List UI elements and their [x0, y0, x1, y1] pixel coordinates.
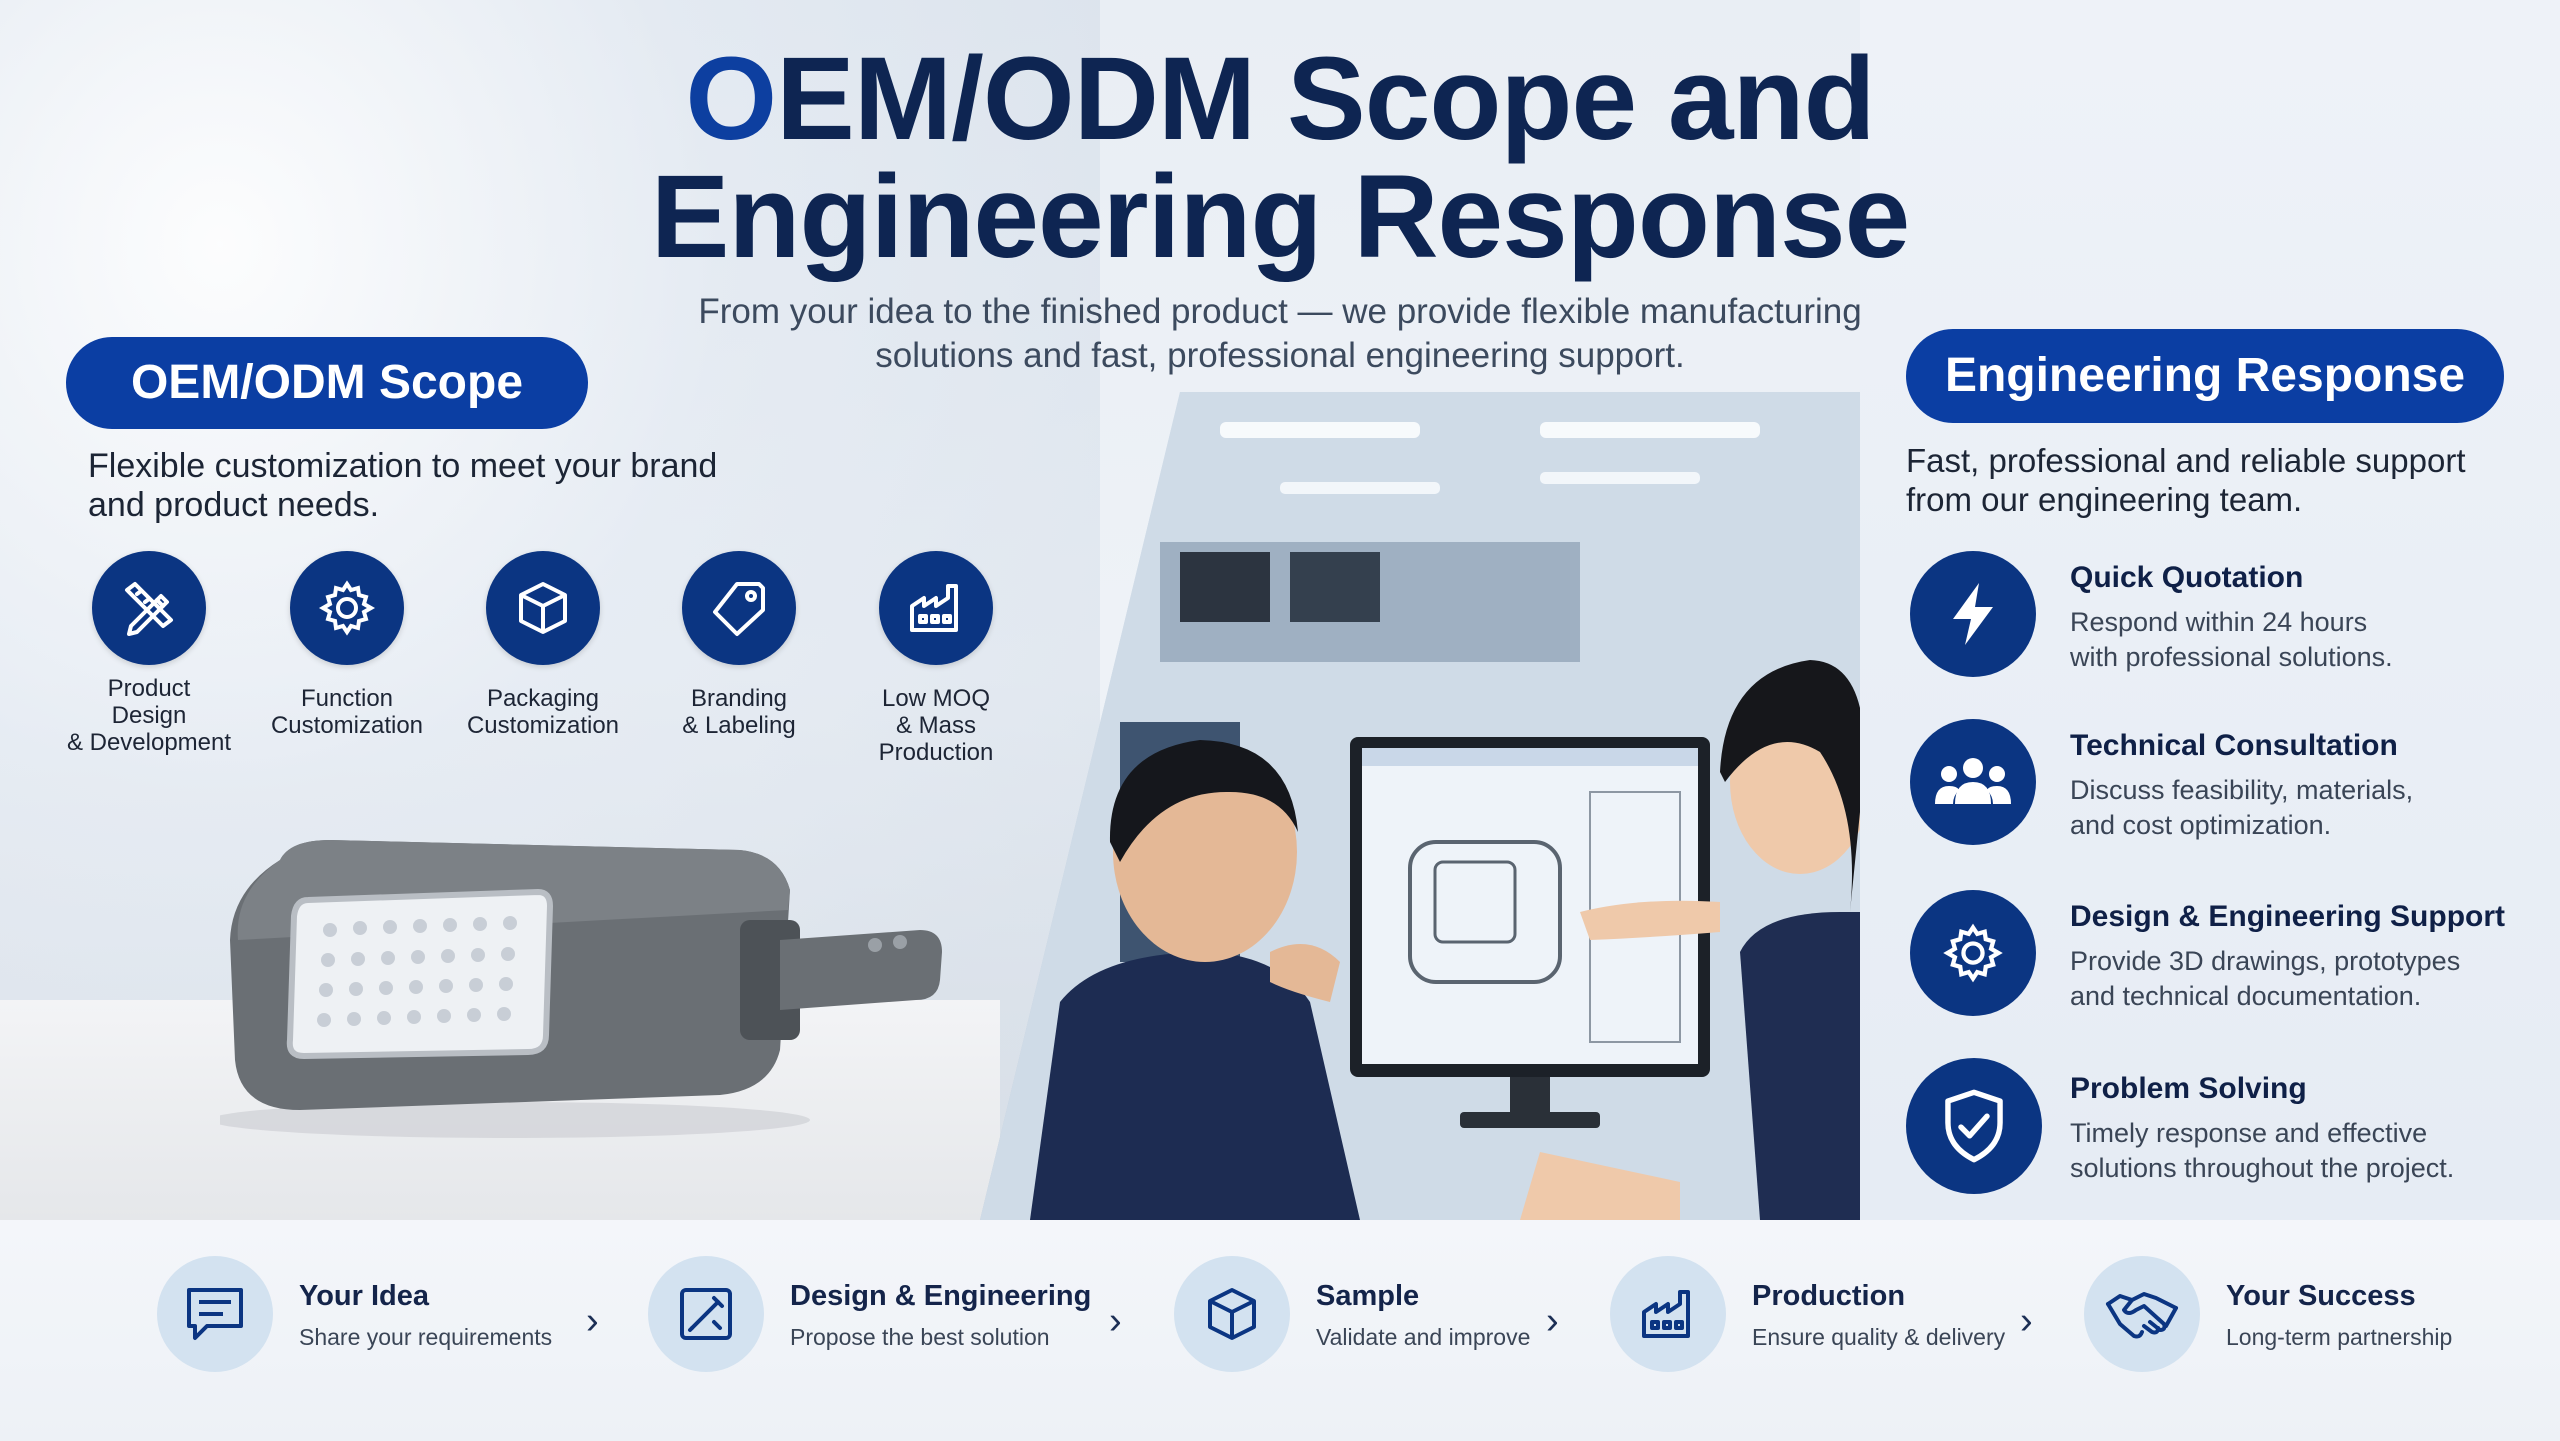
engineering-description: Fast, professional and reliable support …	[1906, 441, 2506, 519]
people-icon	[1910, 719, 2036, 845]
subtitle-line-1: From your idea to the finished product —…	[698, 292, 1862, 331]
title-line-1: EM/ODM Scope and	[776, 33, 1876, 165]
eng-item-design-support: Design & Engineering Support Provide 3D …	[1910, 890, 2550, 1020]
scope-item-product-design: Product Design & Development	[49, 551, 249, 756]
design-icon	[648, 1256, 764, 1372]
chat-icon	[157, 1256, 273, 1372]
eng-item-quick-quotation: Quick Quotation Respond within 24 hours …	[1910, 551, 2550, 681]
eng-item-line: Provide 3D drawings, prototypes	[2070, 946, 2461, 976]
engineers-photo	[980, 392, 1860, 1220]
chevron-right-icon: ›	[1109, 1300, 1122, 1342]
chevron-right-icon: ›	[1546, 1300, 1559, 1342]
scope-item-label: Function Customization	[247, 685, 447, 739]
eng-item-line: Timely response and effective	[2070, 1118, 2428, 1148]
engineering-desc-line-1: Fast, professional and reliable support	[1906, 442, 2466, 479]
eng-item-title: Quick Quotation	[2070, 561, 2304, 594]
street-light-image	[220, 840, 942, 1138]
step-title: Sample	[1316, 1280, 1420, 1312]
page-title: OEM/ODM Scope and Engineering Response	[0, 40, 2560, 276]
scope-item-function: Function Customization	[247, 551, 447, 739]
tag-icon	[682, 551, 796, 665]
step-text: Propose the best solution	[790, 1324, 1050, 1350]
scope-label-line: Design	[111, 702, 187, 729]
eng-item-text: Discuss feasibility, materials, and cost…	[2070, 773, 2413, 843]
scope-label-line: Function	[300, 685, 394, 712]
lightning-icon	[1910, 551, 2036, 677]
step-title: Your Success	[2226, 1280, 2416, 1312]
eng-item-text: Timely response and effective solutions …	[2070, 1116, 2454, 1186]
gear-icon	[1910, 890, 2036, 1016]
scope-pill: OEM/ODM Scope	[66, 337, 588, 429]
scope-item-low-moq: Low MOQ & Mass Production	[836, 551, 1036, 766]
eng-item-line: solutions throughout the project.	[2070, 1153, 2455, 1183]
scope-label-line: Packaging	[486, 685, 600, 712]
step-title: Production	[1752, 1280, 1906, 1312]
scope-label-line: Low MOQ	[881, 685, 991, 712]
scope-label-line: & Labeling	[682, 712, 796, 739]
gear-icon	[290, 551, 404, 665]
step-text: Validate and improve	[1316, 1324, 1531, 1350]
engineering-pill: Engineering Response	[1906, 329, 2504, 423]
pencil-ruler-icon	[92, 551, 206, 665]
eng-item-line: Discuss feasibility, materials,	[2070, 775, 2414, 805]
scope-item-label: Product Design & Development	[49, 675, 249, 756]
scope-item-packaging: Packaging Customization	[443, 551, 643, 739]
scope-item-branding: Branding & Labeling	[639, 551, 839, 739]
subtitle: From your idea to the finished product —…	[640, 290, 1920, 378]
step-text: Share your requirements	[299, 1324, 553, 1350]
box-icon	[486, 551, 600, 665]
scope-item-label: Branding & Labeling	[639, 685, 839, 739]
shield-check-icon	[1906, 1058, 2042, 1194]
eng-item-technical-consultation: Technical Consultation Discuss feasibili…	[1910, 719, 2550, 849]
scope-description: Flexible customization to meet your bran…	[88, 447, 768, 525]
eng-item-line: and technical documentation.	[2070, 981, 2422, 1011]
handshake-icon	[2084, 1256, 2200, 1372]
scope-item-label: Low MOQ & Mass Production	[836, 685, 1036, 766]
scope-label-line: Customization	[466, 712, 620, 739]
box-icon	[1174, 1256, 1290, 1372]
step-text: Ensure quality & delivery	[1752, 1324, 2006, 1350]
subtitle-line-2: solutions and fast, professional enginee…	[875, 336, 1685, 375]
eng-item-title: Technical Consultation	[2070, 729, 2398, 762]
scope-desc-line-2: and product needs.	[88, 486, 380, 524]
engineering-desc-line-2: from our engineering team.	[1906, 481, 2303, 518]
title-accent-letter: O	[685, 33, 777, 165]
chevron-right-icon: ›	[2020, 1300, 2033, 1342]
step-title: Design & Engineering	[790, 1280, 1092, 1312]
eng-item-text: Provide 3D drawings, prototypes and tech…	[2070, 944, 2460, 1014]
scope-desc-line-1: Flexible customization to meet your bran…	[88, 447, 718, 485]
step-title: Your Idea	[299, 1280, 429, 1312]
scope-label-line: & Development	[66, 729, 232, 756]
scope-label-line: Customization	[270, 712, 424, 739]
chevron-right-icon: ›	[586, 1300, 599, 1342]
scope-label-line: & Mass Production	[878, 712, 994, 766]
scope-label-line: Product	[107, 675, 191, 702]
eng-item-line: with professional solutions.	[2070, 642, 2393, 672]
eng-item-title: Problem Solving	[2070, 1072, 2307, 1105]
eng-item-title: Design & Engineering Support	[2070, 900, 2506, 933]
eng-item-text: Respond within 24 hours with professiona…	[2070, 605, 2393, 675]
factory-icon	[1610, 1256, 1726, 1372]
title-line-2: Engineering Response	[650, 151, 1911, 283]
eng-item-line: and cost optimization.	[2070, 810, 2332, 840]
eng-item-line: Respond within 24 hours	[2070, 607, 2368, 637]
eng-item-problem-solving: Problem Solving Timely response and effe…	[1906, 1058, 2550, 1194]
scope-label-line: Branding	[690, 685, 788, 712]
step-text: Long-term partnership	[2226, 1324, 2453, 1350]
factory-icon	[879, 551, 993, 665]
scope-item-label: Packaging Customization	[443, 685, 643, 739]
